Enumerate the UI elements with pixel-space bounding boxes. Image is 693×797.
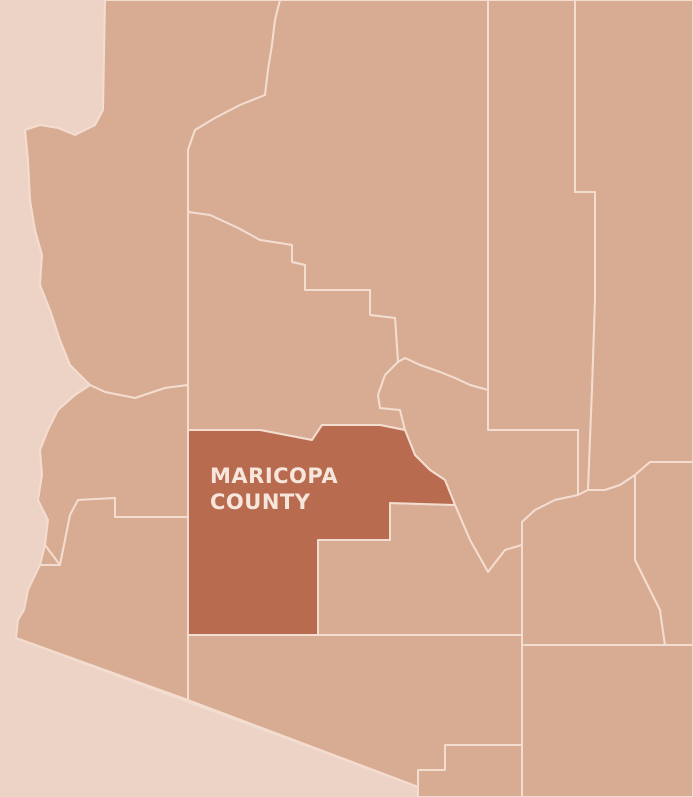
county-yuma xyxy=(15,497,189,701)
county-maricopa xyxy=(187,424,456,636)
maricopa-label: MARICOPA COUNTY xyxy=(210,464,346,514)
maricopa-label-line2: COUNTY xyxy=(210,490,311,514)
maricopa-label-line1: MARICOPA xyxy=(210,464,338,488)
county-cochise xyxy=(521,644,693,797)
county-santa-cruz xyxy=(417,744,523,797)
county-pima xyxy=(187,634,523,797)
